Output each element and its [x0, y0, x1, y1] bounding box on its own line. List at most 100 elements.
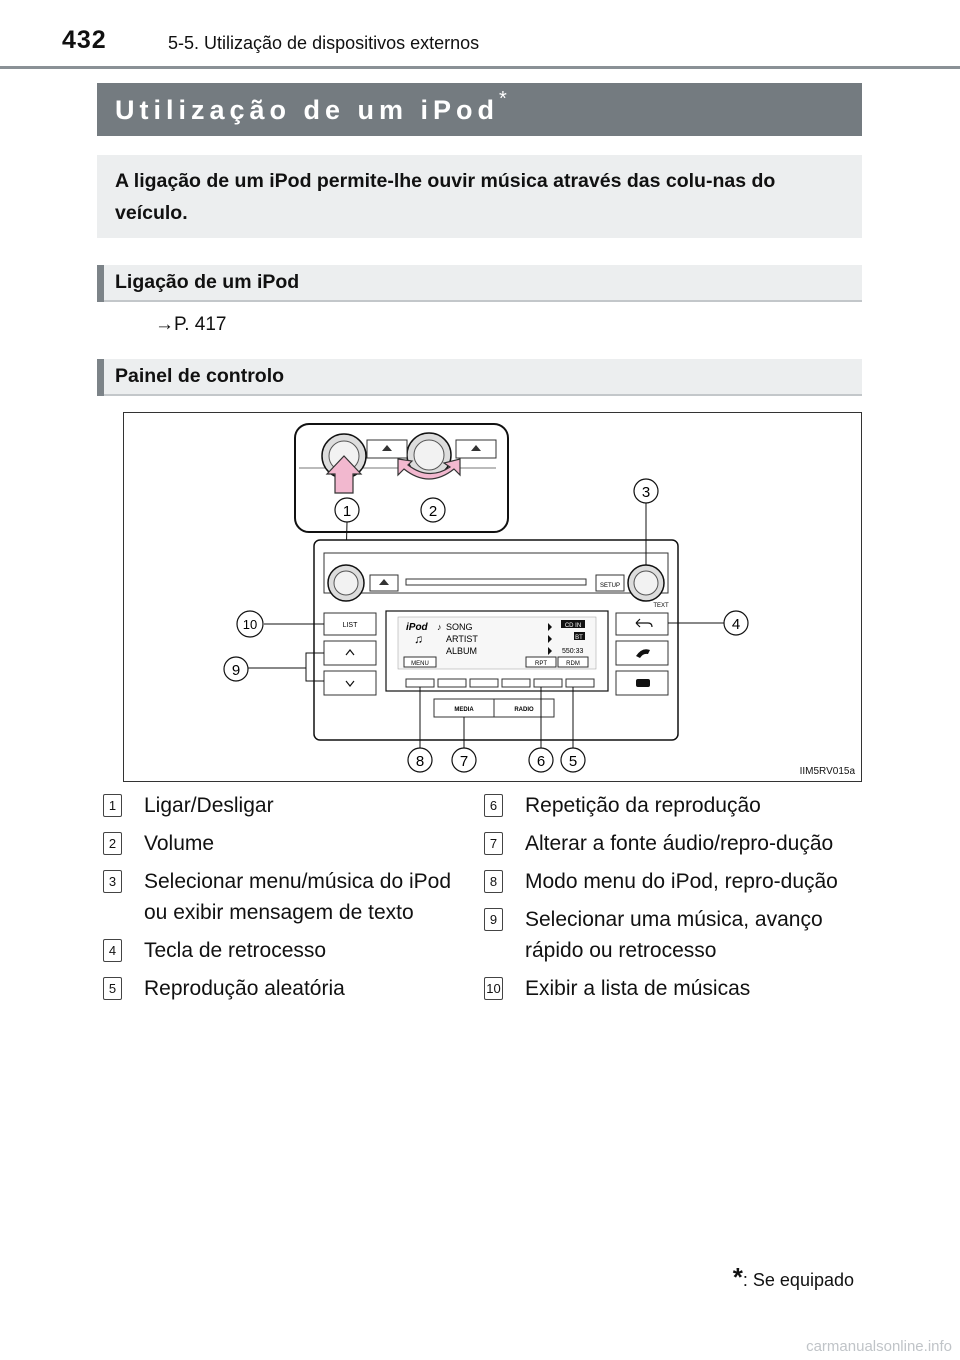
screen-song: SONG: [446, 622, 473, 632]
legend-item: 5 Reprodução aleatória: [103, 973, 458, 1004]
back-arrow-icon: [635, 618, 653, 628]
legend-number: 8: [484, 870, 503, 893]
legend-item: 4 Tecla de retrocesso: [103, 935, 458, 966]
legend-number: 5: [103, 977, 122, 1000]
callout-4: 4: [732, 616, 740, 633]
title-marker: *: [499, 88, 507, 110]
legend-text: Selecionar uma música, avanço rápido ou …: [525, 908, 823, 962]
legend-text: Volume: [144, 832, 215, 855]
callout-8: 8: [416, 753, 424, 770]
legend-number: 4: [103, 939, 122, 962]
legend-text: Selecionar menu/música do iPod ou exibir…: [144, 870, 452, 924]
callout-9: 9: [232, 662, 240, 679]
soft-key-6[interactable]: [565, 678, 595, 688]
callout-10: 10: [243, 617, 257, 632]
watermark: carmanualsonline.info: [806, 1338, 952, 1355]
legend-number: 3: [103, 870, 122, 893]
page-title-text: Utilização de um iPod: [115, 95, 500, 125]
back-button[interactable]: [615, 612, 669, 636]
figure-code: IIM5RV015a: [799, 766, 855, 777]
section-heading-connection: Ligação de um iPod: [97, 265, 862, 302]
soft-key-5[interactable]: [533, 678, 563, 688]
footnote-text: : Se equipado: [742, 1270, 854, 1290]
heading-bar: [97, 359, 104, 396]
legend-item: 10 Exibir a lista de músicas: [484, 973, 844, 1004]
seek-up-button[interactable]: [323, 640, 377, 666]
legend-text: Ligar/Desligar: [144, 794, 274, 817]
section-heading-text: Painel de controlo: [115, 365, 285, 387]
screen-bt: BT: [575, 635, 583, 641]
seek-down-button[interactable]: [323, 670, 377, 696]
music-note-icon: ♫: [414, 632, 423, 646]
page-number: 432: [62, 26, 107, 54]
section-heading-text: Ligação de um iPod: [115, 271, 300, 293]
legend-number: 10: [484, 977, 503, 1000]
phone-icon: [636, 649, 650, 658]
legend-item: 9 Selecionar uma música, avanço rápido o…: [484, 904, 844, 966]
legend-right: 6 Repetição da reprodução 7 Alterar a fo…: [484, 790, 844, 1011]
soft-key-4[interactable]: [501, 678, 531, 688]
footnote: *: Se equipado: [733, 1262, 854, 1293]
rdm-label: RDM: [566, 661, 580, 667]
control-panel-figure: 1 2 SETUP TEXT LIST iPod: [123, 412, 862, 782]
soft-key-1[interactable]: [405, 678, 435, 688]
header-rule: [0, 66, 960, 69]
cd-slot: [405, 578, 587, 586]
title-bar: Utilização de um iPod*: [97, 83, 862, 136]
screen-artist: ARTIST: [446, 634, 478, 644]
legend-number: 2: [103, 832, 122, 855]
legend-text: Alterar a fonte áudio/repro-dução: [525, 832, 834, 855]
legend-item: 1 Ligar/Desligar: [103, 790, 458, 821]
callout-3: 3: [642, 484, 650, 501]
running-header: 5-5. Utilização de dispositivos externos: [168, 33, 480, 53]
rpt-label: RPT: [535, 661, 547, 667]
section-heading-panel: Painel de controlo: [97, 359, 862, 396]
note-icon: ♪: [437, 622, 442, 632]
text-label: TEXT: [653, 603, 669, 609]
chevron-up-icon: [345, 649, 355, 656]
page-reference-link[interactable]: →P. 417: [155, 314, 227, 335]
soft-key-2[interactable]: [437, 678, 467, 688]
legend-item: 8 Modo menu do iPod, repro-dução: [484, 866, 844, 897]
legend-left: 1 Ligar/Desligar 2 Volume 3 Selecionar m…: [103, 790, 458, 1011]
control-panel-illustration: 1 2 SETUP TEXT LIST iPod: [223, 423, 749, 773]
legend-item: 2 Volume: [103, 828, 458, 859]
heading-bar: [97, 265, 104, 302]
legend-number: 6: [484, 794, 503, 817]
footnote-marker: *: [732, 1262, 743, 1292]
screen-time: 550:33: [562, 648, 584, 655]
legend-text: Reprodução aleatória: [144, 977, 345, 1000]
soft-key-3[interactable]: [469, 678, 499, 688]
legend-number: 7: [484, 832, 503, 855]
callout-1-zoom: 1: [343, 503, 351, 520]
screen-source: iPod: [406, 622, 429, 633]
setup-label: SETUP: [600, 583, 620, 589]
legend-text: Tecla de retrocesso: [144, 939, 327, 962]
callout-5: 5: [569, 753, 577, 770]
intro-text: A ligação de um iPod permite-lhe ouvir m…: [115, 170, 776, 224]
list-label: LIST: [343, 622, 359, 629]
screen-album: ALBUM: [446, 646, 477, 656]
callout-7: 7: [460, 753, 468, 770]
legend-item: 6 Repetição da reprodução: [484, 790, 844, 821]
press-arrow-icon: [325, 455, 363, 494]
chevron-down-icon: [345, 680, 355, 687]
rotate-arrow-icon: [397, 458, 461, 480]
legend-text: Repetição da reprodução: [525, 794, 761, 817]
menu-label: MENU: [411, 661, 429, 667]
phone-hangup-icon: [636, 679, 650, 687]
page-title: Utilização de um iPod*: [115, 88, 507, 126]
callout-6: 6: [537, 753, 545, 770]
setup-button[interactable]: [595, 574, 625, 592]
legend-text: Exibir a lista de músicas: [525, 977, 751, 1000]
media-button[interactable]: MEDIA: [454, 707, 474, 713]
callout-2-zoom: 2: [429, 503, 437, 520]
screen-cd-in: CD IN: [565, 623, 581, 629]
legend-number: 1: [103, 794, 122, 817]
radio-button[interactable]: RADIO: [514, 707, 534, 713]
intro-box: A ligação de um iPod permite-lhe ouvir m…: [97, 155, 862, 238]
legend-item: 3 Selecionar menu/música do iPod ou exib…: [103, 866, 458, 928]
legend-item: 7 Alterar a fonte áudio/repro-dução: [484, 828, 844, 859]
legend-text: Modo menu do iPod, repro-dução: [525, 870, 838, 893]
legend-number: 9: [484, 908, 503, 931]
